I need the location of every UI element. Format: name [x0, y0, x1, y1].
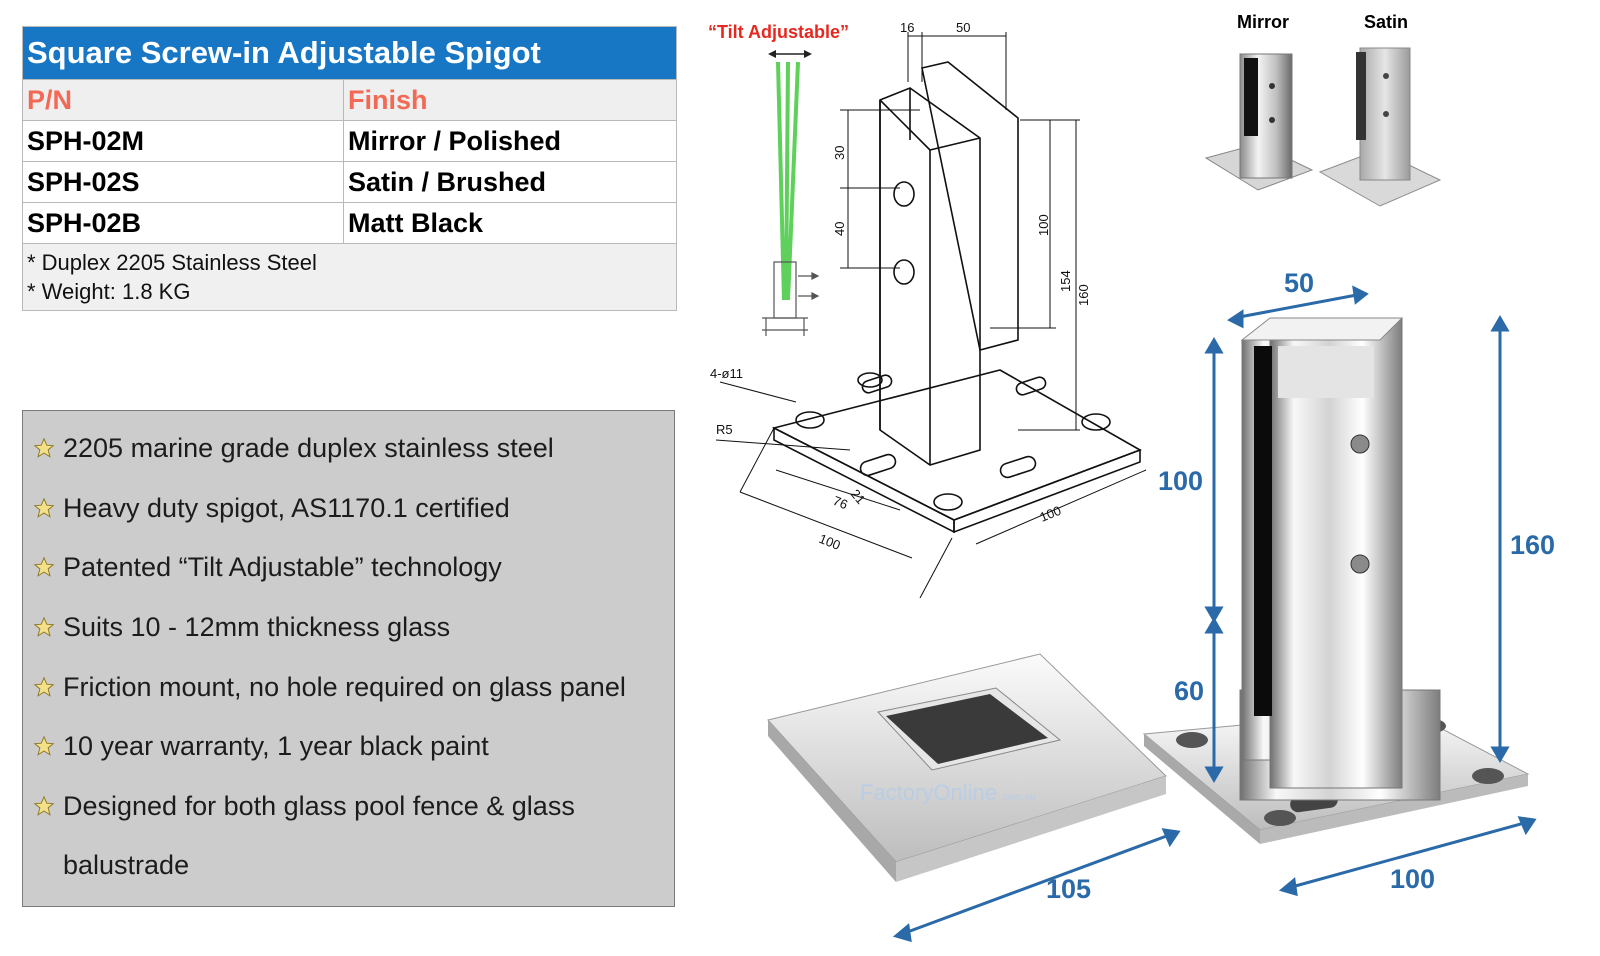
feature-text: Heavy duty spigot, AS1170.1 certified	[63, 493, 510, 523]
dim-upper-100: 100	[1158, 466, 1203, 496]
star-icon	[33, 556, 55, 577]
feature-item: Designed for both glass pool fence & gla…	[33, 791, 575, 822]
part-number: SPH-02M	[23, 121, 344, 161]
feature-item: Patented “Tilt Adjustable” technology	[33, 552, 502, 583]
finish: Satin / Brushed	[348, 167, 547, 197]
dim-30: 30	[832, 146, 847, 160]
table-row: SPH-02B Matt Black	[23, 202, 676, 243]
feature-text: Designed for both glass pool fence & gla…	[63, 791, 575, 821]
tilt-glass-lines	[776, 61, 800, 301]
feature-text: 10 year warranty, 1 year black paint	[63, 731, 489, 761]
dim-154: 154	[1058, 270, 1073, 292]
tilt-label: “Tilt Adjustable”	[708, 22, 849, 42]
star-icon	[33, 497, 55, 518]
dim-40: 40	[832, 222, 847, 236]
dim-cover-105: 105	[1046, 874, 1091, 904]
technical-drawing: “Tilt Adjustable”	[708, 20, 1147, 599]
dim-holes: 4-ø11	[710, 366, 743, 381]
star-icon	[33, 616, 55, 637]
table-row: SPH-02M Mirror / Polished	[23, 120, 676, 161]
feature-item: Heavy duty spigot, AS1170.1 certified	[33, 493, 510, 524]
feature-item-continuation: balustrade	[63, 850, 189, 881]
finish: Mirror / Polished	[348, 126, 562, 156]
spigot-body	[1239, 317, 1441, 801]
mirror-thumbnail	[1204, 53, 1314, 191]
note-weight: * Weight: 1.8 KG	[27, 279, 191, 304]
note-material: * Duplex 2205 Stainless Steel	[27, 250, 317, 275]
table-row: SPH-02S Satin / Brushed	[23, 161, 676, 202]
dim-16: 16	[900, 20, 914, 35]
feature-item: Friction mount, no hole required on glas…	[33, 672, 626, 703]
satin-thumbnail	[1318, 47, 1442, 207]
table-header-row: P/N Finish	[23, 79, 676, 120]
dim-base-100: 100	[1390, 864, 1435, 894]
feature-item: 10 year warranty, 1 year black paint	[33, 731, 489, 762]
watermark: FactoryOnline	[860, 780, 997, 805]
product-title: Square Screw-in Adjustable Spigot	[23, 27, 676, 79]
product-photo: FactoryOnline .com.au 50 100 60 160 105 …	[767, 270, 1555, 943]
feature-text: Friction mount, no hole required on glas…	[63, 672, 626, 702]
spec-notes: * Duplex 2205 Stainless Steel * Weight: …	[23, 243, 676, 310]
finish-thumbnails	[1204, 47, 1442, 207]
header-pn: P/N	[23, 80, 344, 120]
star-icon	[33, 735, 55, 756]
spigot-drawing	[771, 61, 1142, 534]
dim-lower-60: 60	[1174, 676, 1204, 706]
dim-160: 160	[1076, 284, 1091, 306]
dim-top-50: 50	[1284, 270, 1314, 298]
part-number: SPH-02S	[23, 162, 344, 202]
feature-item: 2205 marine grade duplex stainless steel	[33, 433, 554, 464]
part-number: SPH-02B	[23, 203, 344, 243]
feature-text: balustrade	[63, 850, 190, 880]
feature-text: Suits 10 - 12mm thickness glass	[63, 612, 451, 642]
feature-text: Patented “Tilt Adjustable” technology	[63, 552, 502, 582]
cover-plate	[767, 653, 1167, 882]
finish: Matt Black	[348, 208, 484, 238]
dimension-values: 50 100 60 160 105 100	[1046, 270, 1555, 904]
star-icon	[33, 795, 55, 816]
satin-label: Satin	[1364, 12, 1409, 32]
dim-r5: R5	[716, 422, 733, 437]
dim-50: 50	[956, 20, 970, 35]
dimension-lines	[715, 32, 1147, 599]
mini-spigot-icon	[762, 261, 820, 336]
feature-text: 2205 marine grade duplex stainless steel	[63, 433, 554, 463]
features-box: 2205 marine grade duplex stainless steel…	[22, 410, 675, 907]
tilt-arrow-icon	[768, 50, 812, 58]
dimension-arrows	[892, 285, 1537, 943]
dim-76: 76	[831, 493, 850, 512]
dim-100-vertical: 100	[1036, 214, 1051, 236]
feature-item: Suits 10 - 12mm thickness glass	[33, 612, 450, 643]
header-finish: Finish	[348, 85, 428, 115]
star-icon	[33, 437, 55, 458]
spec-table: Square Screw-in Adjustable Spigot P/N Fi…	[22, 26, 677, 311]
dim-height-160: 160	[1510, 530, 1555, 560]
star-icon	[33, 676, 55, 697]
watermark-domain: .com.au	[1000, 792, 1036, 803]
mirror-label: Mirror	[1237, 12, 1290, 32]
